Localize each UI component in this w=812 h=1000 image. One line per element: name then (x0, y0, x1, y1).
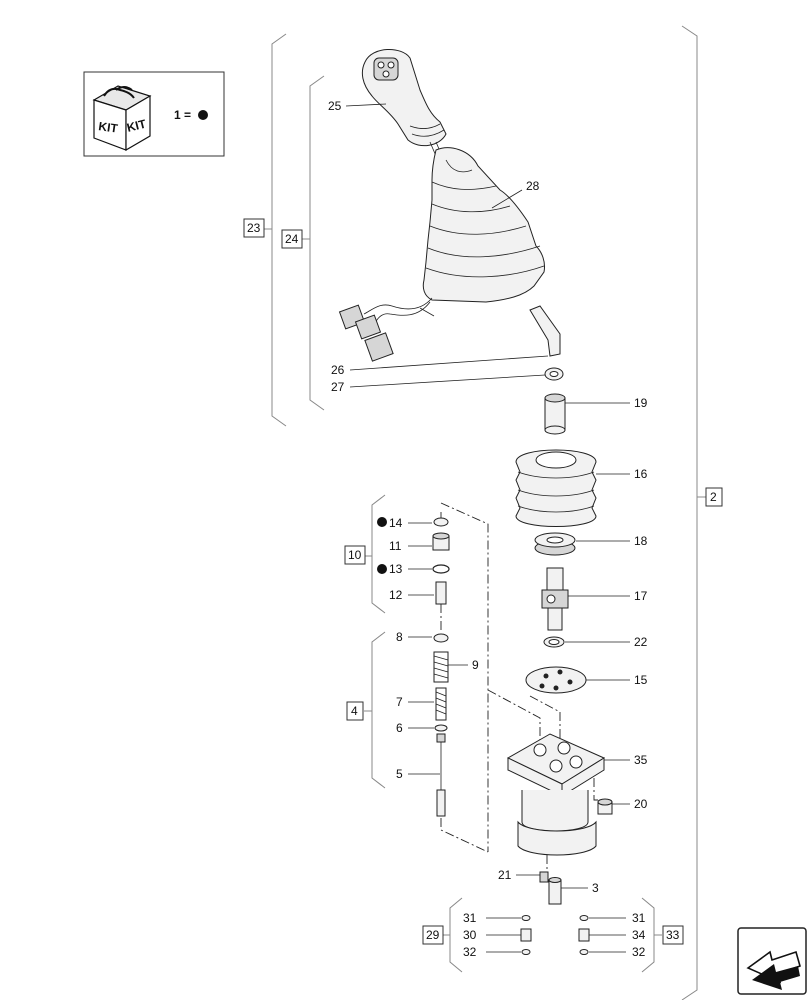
callout-34: 34 (632, 928, 646, 942)
callout-10: 10 (348, 548, 362, 562)
universal-joint-17 (541, 567, 569, 631)
arrow-back-icon[interactable] (737, 927, 807, 995)
lever-26 (529, 305, 561, 357)
callout-35: 35 (634, 753, 648, 767)
callout-29: 29 (426, 928, 440, 942)
callout-8: 8 (396, 630, 403, 644)
bracket-23 (271, 33, 287, 427)
callout-32-right: 32 (632, 945, 646, 959)
callout-25: 25 (328, 99, 342, 113)
callout-22: 22 (634, 635, 648, 649)
callout-7: 7 (396, 695, 403, 709)
joystick-handle (361, 49, 447, 157)
callout-21: 21 (498, 868, 512, 882)
callout-15: 15 (634, 673, 648, 687)
callout-30: 30 (463, 928, 477, 942)
kit-bullet-14-icon (377, 517, 387, 527)
ring-32-left (521, 949, 531, 955)
callout-32-left: 32 (463, 945, 477, 959)
callout-19: 19 (634, 396, 648, 410)
callout-26: 26 (331, 363, 345, 377)
rubber-boot (338, 147, 545, 362)
housing-35 (506, 733, 606, 856)
bracket-29 (449, 897, 463, 973)
fitting-34 (578, 928, 590, 942)
callout-31-right: 31 (632, 911, 646, 925)
callout-labels: 25 28 23 24 26 27 19 16 2 14 11 10 13 12… (243, 99, 723, 959)
sleeve-19 (544, 393, 566, 435)
plate-15 (525, 666, 587, 694)
callout-4: 4 (351, 704, 358, 718)
plunger-5 (436, 733, 446, 817)
ring-31-left (521, 915, 531, 921)
callout-28: 28 (526, 179, 540, 193)
callout-6: 6 (396, 721, 403, 735)
leader-lines (345, 103, 630, 953)
ring-31-right (579, 915, 589, 921)
bracket-10 (371, 494, 386, 614)
bellows-16 (515, 449, 597, 527)
kit-bullet-icon (198, 110, 208, 120)
ring-32-right (579, 949, 589, 955)
fitting-30 (520, 928, 532, 942)
callout-31-left: 31 (463, 911, 477, 925)
seal-14 (433, 517, 449, 527)
kit-legend-text: 1 = (174, 108, 191, 122)
kit-badge-left: KIT (98, 119, 120, 136)
spring-7 (435, 687, 447, 721)
callout-18: 18 (634, 534, 648, 548)
washer-8 (433, 633, 449, 643)
spring-9 (433, 651, 449, 683)
parts (338, 49, 613, 955)
kit-legend: KIT KIT 1 = (83, 71, 225, 157)
callout-5: 5 (396, 767, 403, 781)
callout-24: 24 (285, 232, 299, 246)
callout-9: 9 (472, 658, 479, 672)
washer-6 (434, 724, 448, 732)
callout-17: 17 (634, 589, 648, 603)
callout-16: 16 (634, 467, 648, 481)
pin-21 (539, 871, 549, 883)
kit-badge-right: KIT (125, 116, 148, 134)
kit-bullet-13-icon (377, 564, 387, 574)
pin-12 (435, 581, 447, 605)
callout-33: 33 (666, 928, 680, 942)
callout-2: 2 (710, 490, 717, 504)
kit-box-icon: KIT KIT (92, 85, 152, 152)
pin-3 (548, 877, 562, 905)
bushing-18 (534, 532, 576, 556)
bracket-4 (371, 631, 386, 789)
callout-3: 3 (592, 881, 599, 895)
callout-11: 11 (389, 539, 402, 553)
bushing-11 (432, 532, 450, 551)
plug-20 (597, 798, 613, 815)
callout-13: 13 (389, 562, 403, 576)
callout-12: 12 (389, 588, 403, 602)
callout-23: 23 (247, 221, 261, 235)
callout-20: 20 (634, 797, 648, 811)
callout-14: 14 (389, 516, 403, 530)
bracket-24 (309, 75, 325, 411)
bracket-2 (681, 25, 698, 1000)
brackets (264, 25, 706, 1000)
callout-27: 27 (331, 380, 345, 394)
o-ring-13 (432, 564, 450, 574)
